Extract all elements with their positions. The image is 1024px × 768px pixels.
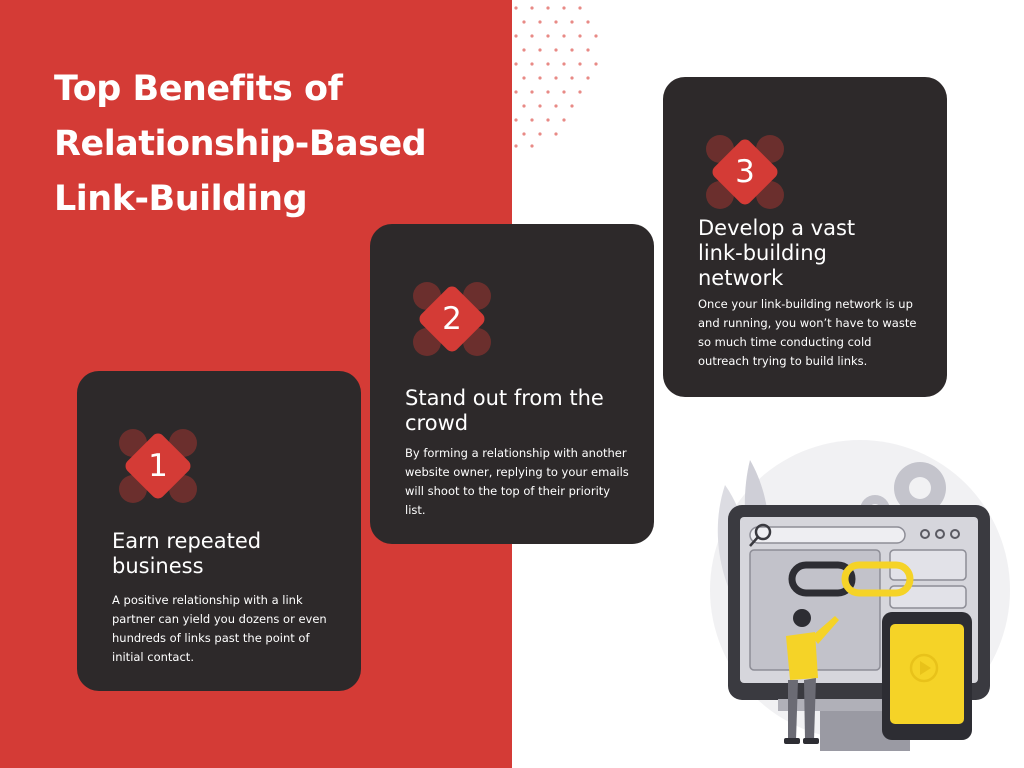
badge-number: 2	[442, 301, 462, 337]
number-badge: 2	[409, 276, 495, 362]
benefit-card-2: 2 Stand out from the crowd By forming a …	[370, 224, 654, 544]
card-description: Once your link-building network is up an…	[698, 297, 917, 368]
card-title-line: link-building	[698, 241, 827, 265]
benefit-card-3: 3 Develop a vast link-building network O…	[663, 77, 947, 397]
card-title: Develop a vast link-building network	[698, 216, 938, 291]
link-building-illustration	[710, 440, 1010, 751]
number-badge: 3	[702, 129, 788, 215]
window-dots-icon	[920, 529, 960, 539]
play-icon	[909, 653, 939, 683]
card-title-line: network	[698, 266, 784, 290]
diamond-badge-icon	[413, 282, 491, 356]
diamond-badge-icon	[706, 135, 784, 209]
person-figure	[784, 609, 839, 744]
card-title-line: business	[112, 554, 204, 578]
card-title: Earn repeated business	[112, 529, 352, 579]
page-title: Top Benefits of Relationship-Based Link-…	[54, 62, 427, 227]
card-description: By forming a relationship with another w…	[405, 446, 629, 517]
title-line: Link-Building	[54, 179, 308, 219]
badge-number: 1	[148, 448, 168, 484]
title-line: Top Benefits of	[54, 69, 343, 109]
badge-number: 3	[735, 154, 755, 190]
diamond-badge-icon	[119, 429, 197, 503]
card-title-line: Develop a vast	[698, 216, 856, 240]
chain-link-icon	[788, 561, 914, 597]
tablet	[882, 612, 972, 740]
card-title: Stand out from the crowd	[405, 386, 645, 436]
card-title-line: crowd	[405, 411, 469, 435]
dot-pattern	[514, 6, 598, 148]
benefit-card-1: 1 Earn repeated business A positive rela…	[77, 371, 361, 691]
card-title-line: Stand out from the	[405, 386, 604, 410]
number-badge: 1	[115, 423, 201, 509]
magnifier-icon	[749, 523, 772, 547]
card-title-line: Earn repeated	[112, 529, 262, 553]
card-description: A positive relationship with a link part…	[112, 593, 327, 664]
title-line: Relationship-Based	[54, 124, 427, 164]
